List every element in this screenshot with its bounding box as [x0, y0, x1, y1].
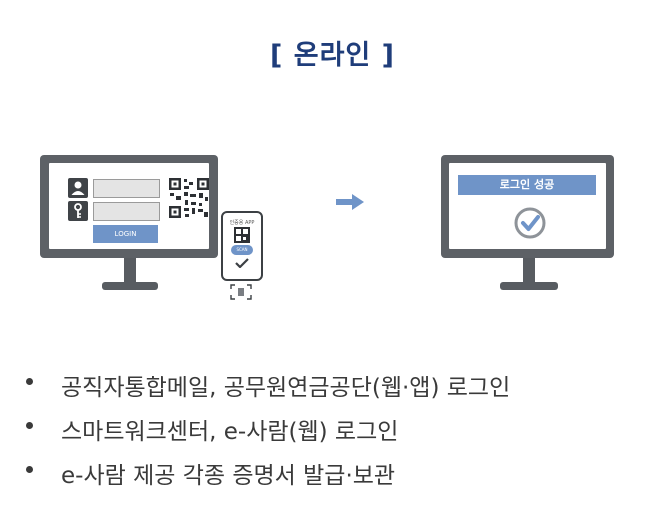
bullet-icon — [26, 422, 33, 429]
bullet-icon — [26, 466, 33, 473]
monitor-stand — [500, 282, 558, 290]
monitor-neck — [124, 258, 136, 282]
check-circle-icon — [514, 207, 546, 239]
arrow-right-icon — [336, 194, 364, 210]
phone-illustration: 인증용 APP SCAN — [221, 211, 263, 281]
phone-qr-icon — [234, 227, 250, 243]
page-title: [ 온라인 ] — [270, 40, 395, 71]
password-field — [93, 202, 160, 221]
id-field — [93, 179, 160, 198]
phone-check-icon — [235, 258, 249, 268]
user-icon — [68, 178, 88, 198]
monitor-neck — [523, 258, 535, 282]
phone-app-label: 인증용 APP — [229, 220, 255, 226]
login-button: LOGIN — [93, 225, 158, 243]
phone-scan-button: SCAN — [231, 245, 253, 255]
key-icon — [68, 201, 88, 221]
qr-code-icon — [169, 178, 209, 218]
bullet-icon — [26, 378, 33, 385]
monitor-stand — [102, 282, 158, 290]
scan-frame-icon — [230, 284, 252, 300]
login-success-banner: 로그인 성공 — [458, 175, 596, 195]
